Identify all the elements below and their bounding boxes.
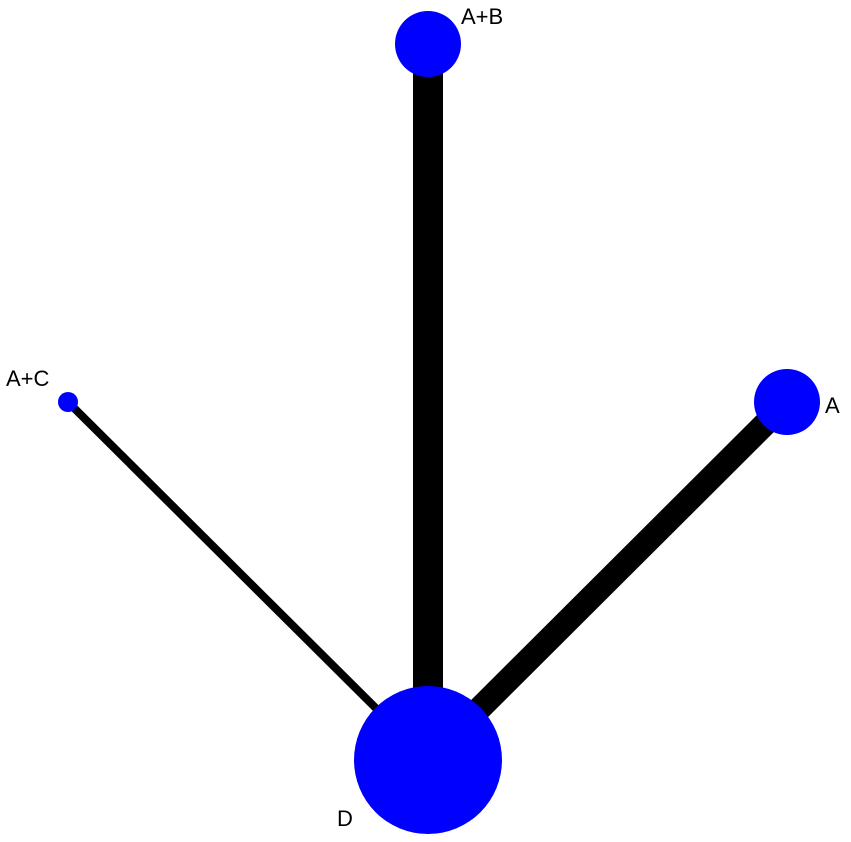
node-a-plus-b — [395, 11, 461, 77]
label-a-plus-c: A+C — [6, 366, 50, 391]
node-d — [354, 686, 502, 834]
node-a-plus-c — [58, 392, 78, 412]
nodes-layer — [58, 11, 820, 834]
node-a — [754, 369, 820, 435]
label-a: A — [825, 393, 840, 418]
edge-d-to-a — [419, 393, 796, 769]
label-d: D — [337, 806, 353, 831]
edges-layer — [65, 45, 796, 769]
edge-d-to-a-plus-c — [65, 399, 431, 763]
labels-layer: A+B A+C A D — [6, 4, 840, 831]
label-a-plus-b: A+B — [461, 4, 503, 29]
